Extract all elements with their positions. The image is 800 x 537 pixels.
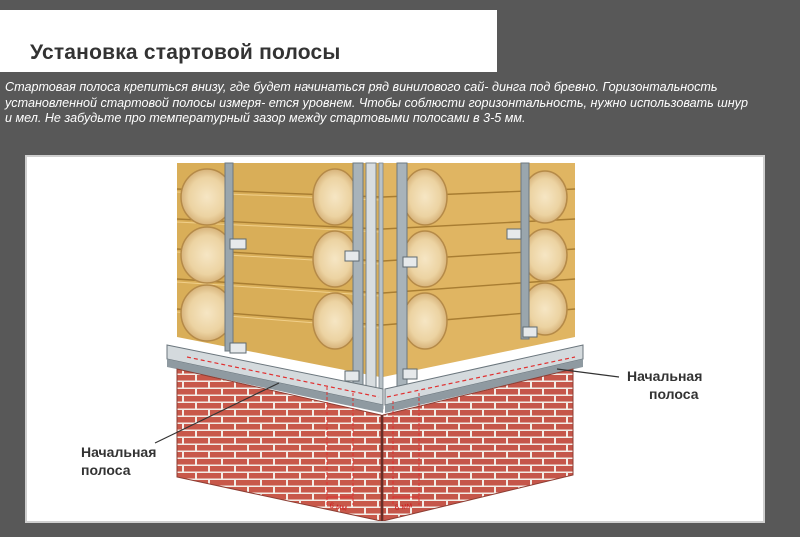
callout-lines	[154, 368, 620, 444]
chalk-line	[186, 356, 576, 398]
callout-right-line2: полоса	[649, 386, 699, 402]
corner-posts	[224, 162, 530, 410]
starter-strip-callout-left: Начальная полоса	[81, 443, 156, 479]
log-ends-left	[180, 168, 234, 342]
gap-label-right: 6 мм	[394, 500, 413, 512]
gap-markers	[326, 387, 420, 505]
gap-label-left: 6 мм	[329, 501, 348, 513]
diagram-panel: 6 мм 6 мм Начальная полоса Начальная пол…	[25, 155, 765, 523]
starter-strip-callout-right: Начальная полоса	[627, 367, 702, 403]
callout-left-line2: полоса	[81, 462, 131, 478]
starter-strip-left	[166, 344, 384, 413]
callout-right-line1: Начальная	[627, 368, 703, 384]
brick-foundation	[176, 368, 574, 521]
starter-strip-right	[384, 344, 584, 413]
mounting-clips	[229, 228, 538, 382]
corner-siding-diagram: 6 мм 6 мм	[154, 162, 620, 521]
callout-left-line1: Начальная	[81, 444, 157, 460]
description-text: Стартовая полоса крепиться внизу, где бу…	[5, 80, 748, 125]
log-ends-corner	[312, 168, 568, 350]
title-banner: Установка стартовой полосы	[0, 10, 497, 72]
page-title: Установка стартовой полосы	[30, 41, 341, 64]
